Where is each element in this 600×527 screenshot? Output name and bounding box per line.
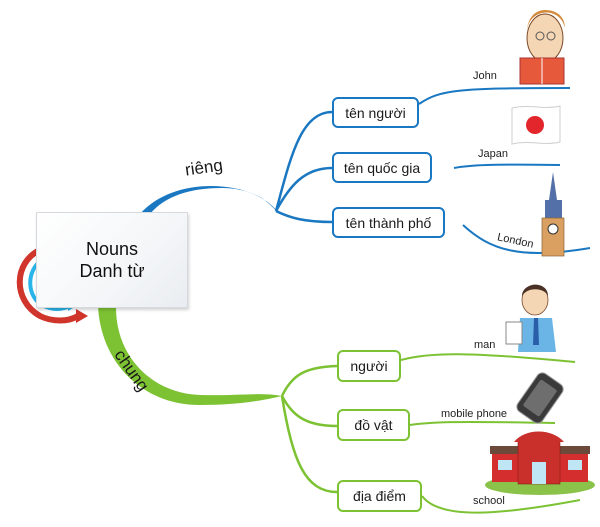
node-label: người <box>350 358 388 374</box>
big-ben-icon <box>541 172 565 257</box>
node-label: đồ vật <box>354 417 393 433</box>
japan-flag-icon <box>511 105 561 145</box>
node-proper-person[interactable]: tên người <box>332 97 419 128</box>
example-man: man <box>474 339 496 351</box>
node-common-object[interactable]: đồ vật <box>337 409 410 441</box>
mobile-phone-icon <box>516 372 564 424</box>
node-label: tên người <box>345 104 406 121</box>
node-common-person[interactable]: người <box>337 350 401 382</box>
node-proper-country[interactable]: tên quốc gia <box>332 152 432 183</box>
central-title-en: Nouns <box>85 239 139 259</box>
node-label: tên thành phố <box>345 214 432 231</box>
node-common-place[interactable]: địa điểm <box>337 480 422 512</box>
node-label: địa điểm <box>353 488 406 504</box>
node-label: tên quốc gia <box>343 159 421 176</box>
branch-proper-connectors <box>274 87 591 254</box>
example-japan: Japan <box>478 148 508 160</box>
example-mobile-phone: mobile phone <box>441 408 508 420</box>
branch-proper-trunk <box>140 186 278 214</box>
school-building-icon <box>485 431 595 495</box>
man-reading-book-icon <box>519 10 565 85</box>
branch-common-connectors <box>280 353 581 514</box>
example-school: school <box>473 495 505 507</box>
central-title-vi: Danh từ <box>79 261 145 281</box>
example-john: John <box>473 70 497 82</box>
businessman-icon <box>505 284 556 352</box>
branch-common-trunk <box>98 305 282 405</box>
central-node[interactable]: Nouns Danh từ <box>36 212 188 308</box>
node-proper-city[interactable]: tên thành phố <box>332 207 445 238</box>
